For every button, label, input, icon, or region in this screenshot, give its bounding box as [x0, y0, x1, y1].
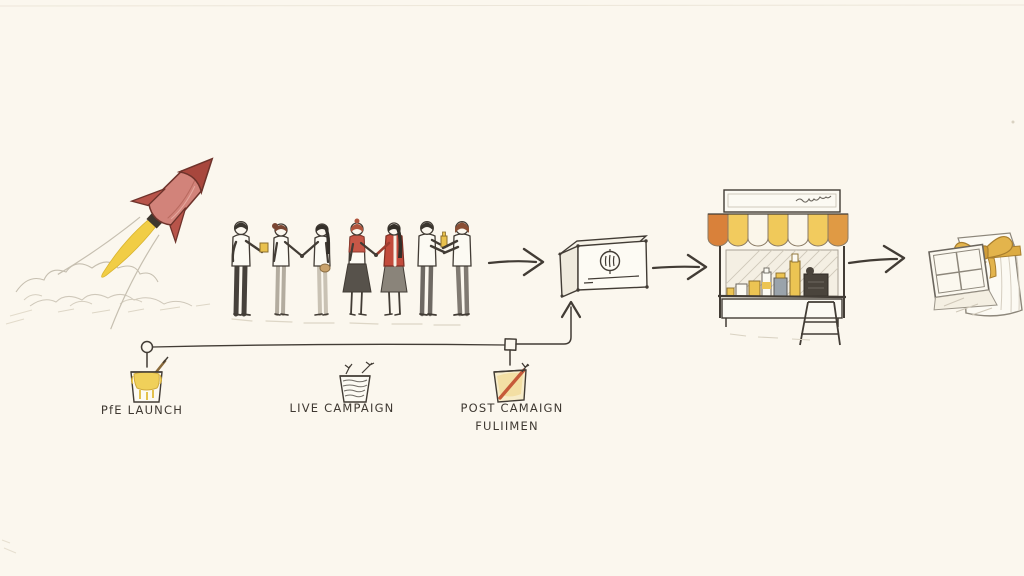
paper-texture	[1, 539, 17, 554]
skirt	[380, 264, 408, 293]
exhaust-trail-line	[57, 216, 141, 275]
arrow-right-icon	[651, 253, 708, 281]
timeline-up-arrowhead	[560, 300, 582, 319]
box-side-face	[559, 244, 579, 299]
paper-speck	[1011, 120, 1015, 124]
smoke-cloud	[5, 261, 211, 325]
stall-stool-ladder	[799, 301, 841, 346]
paper-edge-line	[0, 4, 1024, 7]
counter-front	[721, 298, 843, 319]
stall-awning	[707, 213, 849, 247]
hip-bag	[319, 263, 331, 273]
phase-label-pre-launch: PfE LAUNCH	[101, 403, 183, 417]
arrow-right-icon	[487, 247, 545, 277]
timeline-node-square	[504, 338, 517, 351]
rocket-nozzle	[146, 212, 163, 229]
paint-pot-brush-icon	[130, 356, 169, 403]
exhaust-trail-line	[110, 234, 160, 330]
gift-bag-icon	[928, 232, 1023, 317]
rocket-fin	[129, 187, 166, 207]
timeline-elbow	[515, 306, 572, 345]
person-figure	[417, 221, 448, 317]
handshake-hands	[374, 253, 378, 257]
long-hair	[323, 226, 331, 254]
counter-top	[717, 294, 847, 299]
campaign-timeline	[140, 300, 582, 368]
flame	[101, 219, 157, 278]
cash-register	[803, 273, 829, 297]
market-stall-icon	[707, 189, 849, 346]
box-label-line	[587, 275, 640, 280]
person-figure	[231, 220, 269, 317]
person-figure	[374, 222, 408, 316]
arrow-right-icon	[847, 244, 906, 274]
rocket-nose-cone	[176, 157, 214, 196]
timeline-line	[152, 343, 506, 348]
box-logo-stamp	[599, 249, 621, 274]
hair-bun	[272, 223, 278, 229]
gift-card-window	[928, 243, 998, 311]
gift-shading	[943, 297, 993, 316]
long-hair	[395, 225, 403, 258]
handshake-hands	[300, 254, 304, 258]
person-figure	[342, 218, 378, 316]
stall-ground-shadow	[729, 333, 811, 341]
people-handshake-icon	[231, 218, 472, 326]
ground-scribble	[231, 318, 461, 326]
package-box-icon	[557, 235, 649, 299]
phase-label-post-campaign-line2: FULIIMEN	[475, 419, 539, 433]
scribbled-bucket-icon	[339, 361, 375, 403]
yellow-cup	[259, 242, 269, 253]
box-corner-marks	[558, 239, 649, 298]
timeline-node-circle	[140, 340, 154, 354]
phase-label-post-campaign-line1: POST CAMAIGN	[461, 401, 564, 415]
person-figure	[272, 223, 304, 316]
rocket-icon	[57, 157, 214, 330]
pencil	[498, 368, 526, 400]
pot-with-pencil-icon	[493, 362, 530, 403]
person-figure	[441, 221, 472, 317]
stall-sign-scribble	[795, 195, 832, 203]
rocket-fin	[169, 207, 187, 245]
stall-sign-board	[723, 189, 841, 213]
phase-label-live-campaign: LIVE CAMPAIGN	[290, 401, 395, 415]
skirt	[342, 262, 372, 293]
person-figure	[300, 223, 331, 316]
stall-posts	[719, 246, 845, 318]
rocket-launch-stage	[5, 157, 214, 330]
